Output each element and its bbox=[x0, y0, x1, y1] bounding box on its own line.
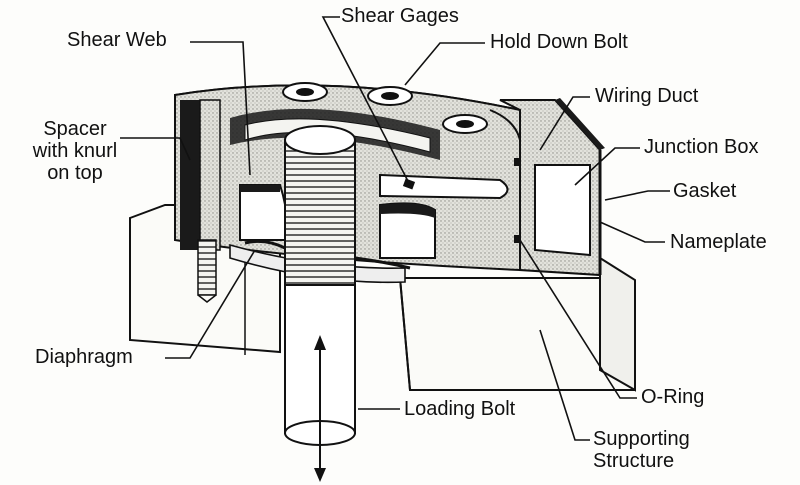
junction-box bbox=[499, 98, 605, 277]
leader-hold-down-bolt bbox=[404, 42, 485, 86]
label-nameplate: Nameplate bbox=[670, 231, 767, 253]
leader-diaphragm bbox=[165, 249, 256, 359]
label-shear-web: Shear Web bbox=[67, 29, 167, 51]
label-hold-down-bolt: Hold Down Bolt bbox=[490, 31, 628, 53]
hold-down-bolt-holes bbox=[282, 82, 488, 134]
label-spacer-line1: Spacer bbox=[43, 118, 107, 140]
label-spacer: Spacer with knurl on top bbox=[20, 118, 130, 184]
label-diaphragm: Diaphragm bbox=[35, 346, 133, 368]
leader-wiring-duct bbox=[539, 96, 590, 151]
label-spacer-line3: on top bbox=[47, 162, 103, 184]
leader-lines bbox=[120, 16, 670, 441]
label-supporting-structure: Supporting Structure bbox=[593, 428, 723, 472]
spacer-bolt bbox=[180, 99, 221, 303]
leader-nameplate bbox=[599, 221, 665, 243]
leader-gasket bbox=[604, 190, 670, 201]
supporting-structure-right bbox=[398, 256, 637, 392]
label-gasket: Gasket bbox=[673, 180, 737, 202]
shear-web-cavities bbox=[230, 108, 440, 259]
leader-shear-gages bbox=[321, 16, 411, 186]
shear-gage-slot bbox=[379, 173, 509, 200]
label-loading-bolt: Loading Bolt bbox=[404, 398, 516, 420]
leader-junction-box bbox=[574, 147, 640, 186]
label-junction-box: Junction Box bbox=[644, 136, 759, 158]
label-shear-gages: Shear Gages bbox=[341, 5, 459, 27]
diaphragm bbox=[244, 239, 411, 270]
leader-shear-web bbox=[190, 41, 251, 176]
label-spacer-line2: with knurl bbox=[32, 140, 118, 162]
load-direction-arrow bbox=[314, 335, 326, 482]
label-o-ring: O-Ring bbox=[641, 386, 705, 408]
label-supporting-line1: Supporting bbox=[593, 428, 690, 450]
leader-supporting-structure bbox=[539, 329, 590, 441]
label-wiring-duct: Wiring Duct bbox=[595, 85, 699, 107]
label-supporting-line2: Structure bbox=[593, 450, 675, 472]
leader-spacer bbox=[120, 137, 191, 161]
leader-o-ring bbox=[519, 239, 637, 399]
